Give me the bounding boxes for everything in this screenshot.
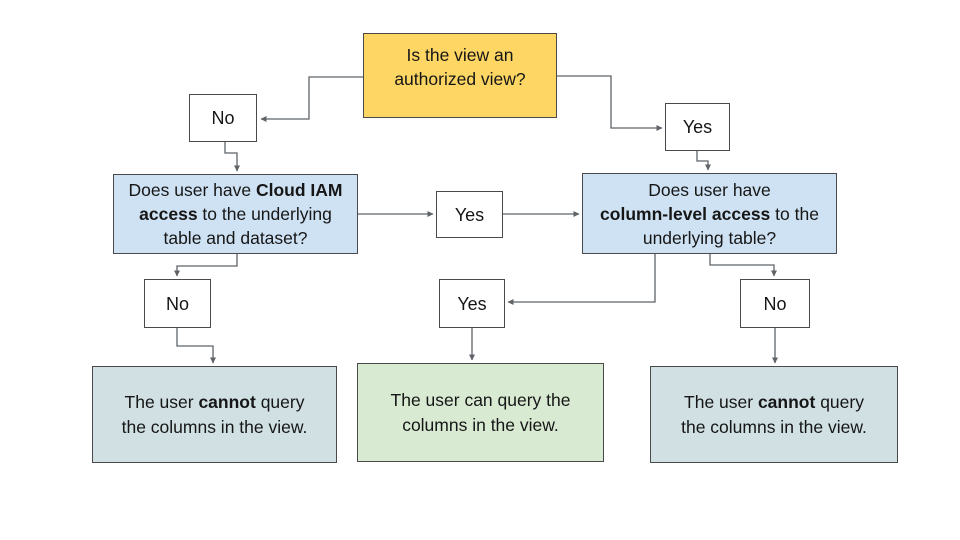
branch-no-bottom-right-label: No (763, 293, 787, 314)
connector-column-question-to-no-bottom-right (709, 254, 777, 277)
branch-no-top-label: No (211, 108, 235, 128)
connector-no-top-to-iam-question (224, 142, 240, 172)
branch-no-top: No (189, 94, 257, 142)
branch-yes-middle: Yes (436, 191, 503, 238)
connector-no-bottom-left-to-result-left (176, 328, 216, 364)
branch-no-bottom-left-label: No (165, 293, 189, 314)
branch-yes-bottom-middle-label: Yes (457, 293, 487, 314)
branch-yes-top: Yes (665, 103, 730, 151)
branch-no-bottom-left: No (144, 279, 211, 328)
connector-root-to-yes-top (557, 75, 663, 131)
connector-yes-top-to-column-question (696, 151, 711, 171)
branch-no-bottom-right: No (740, 279, 810, 328)
connector-column-question-to-yes-bottom (507, 254, 656, 305)
branch-yes-top-label: Yes (682, 117, 713, 137)
connector-root-to-no-top (260, 76, 363, 122)
connector-iam-question-to-no-bottom-left (174, 254, 238, 277)
branch-yes-bottom-middle: Yes (439, 279, 505, 328)
branch-yes-middle-label: Yes (454, 204, 485, 225)
